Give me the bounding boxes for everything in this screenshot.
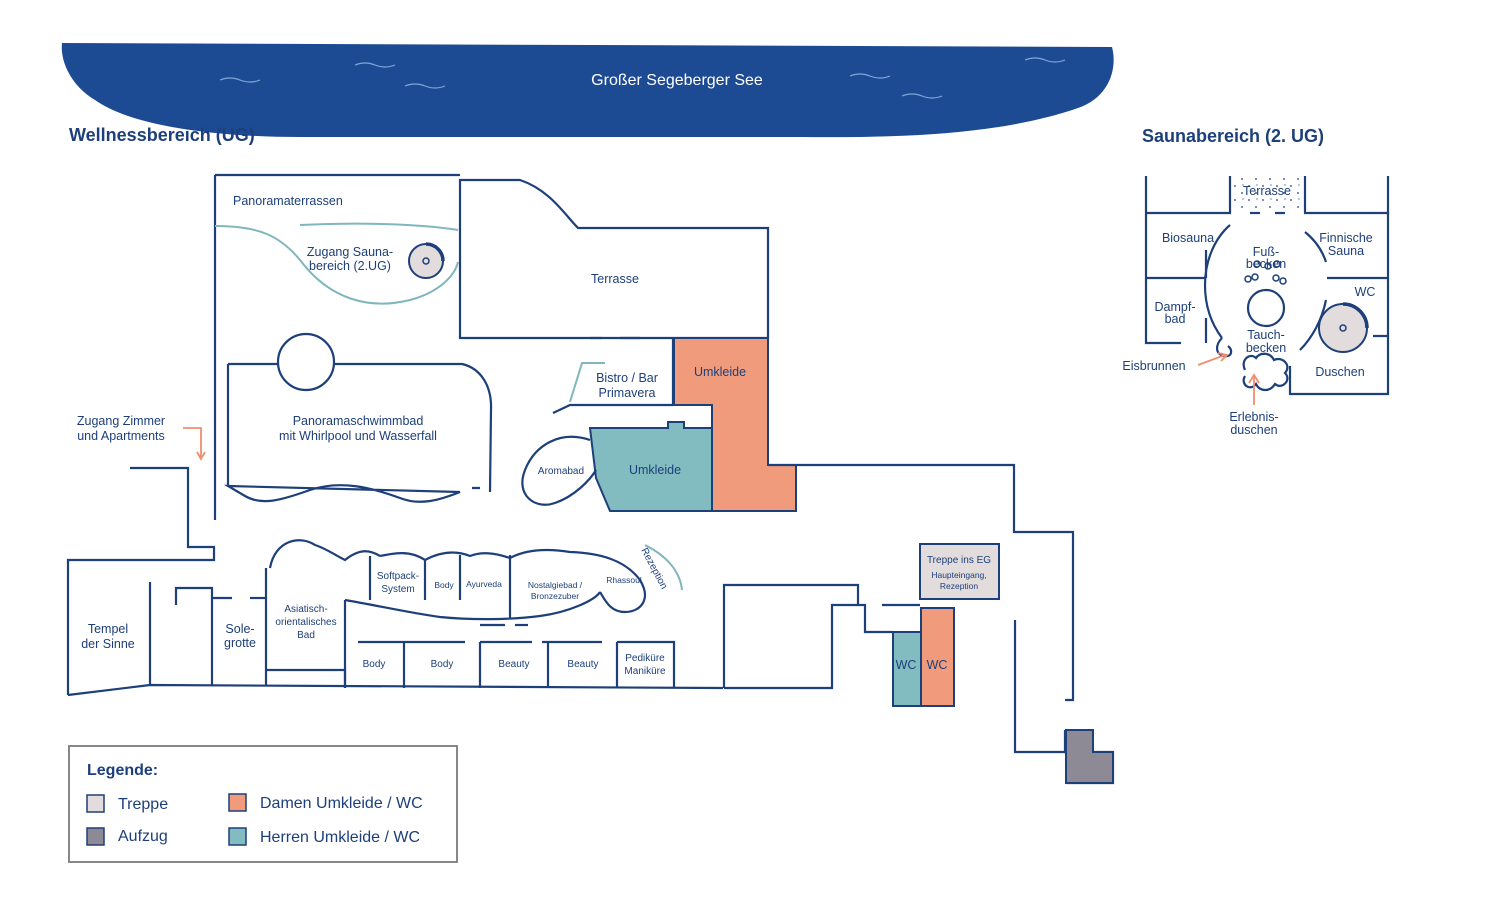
label-treppe-eg: Treppe ins EG [927,555,991,566]
label-body-1: Body [363,659,386,670]
label-eisbrunnen: Eisbrunnen [1122,359,1185,373]
label-zugang-zimmer-1: Zugang Zimmer [77,414,165,428]
legend-label-herren: Herren Umkleide / WC [260,829,420,846]
label-pedikuere-2: Maniküre [624,666,666,677]
legend-swatch-treppe [86,794,105,813]
label-softpack-1: Softpack- [377,571,419,582]
terrasse-area [458,178,770,340]
label-tauch-2: becken [1246,341,1286,355]
label-asiatisch-1: Asiatisch- [284,604,327,615]
label-erlebnis-1: Erlebnis- [1229,410,1278,424]
label-zugang-sauna-2: bereich (2.UG) [309,259,391,273]
lake: Großer Segeberger See [61,43,1114,138]
legend-label-damen: Damen Umkleide / WC [260,795,423,812]
label-sole-2: grotte [224,636,256,650]
label-zugang-sauna-1: Zugang Sauna- [307,245,393,259]
label-asiatisch-2: orientalisches [275,617,336,628]
label-wc-herren: WC [896,658,917,672]
legend-label-aufzug: Aufzug [118,828,168,845]
legend-label-treppe: Treppe [118,796,168,813]
label-beauty-2: Beauty [567,659,598,670]
label-haupteingang-2: Rezeption [940,581,979,591]
label-bistro-1: Bistro / Bar [596,371,658,385]
label-body-2: Body [431,659,454,670]
label-panoramaterrassen: Panoramaterrassen [233,194,343,208]
wellness-plan [66,173,1115,785]
label-pool-2: mit Whirlpool und Wasserfall [279,429,437,443]
label-nostalgie-2: Bronzezuber [531,591,579,601]
label-terrasse: Terrasse [591,272,639,286]
label-ayurveda: Ayurveda [466,579,502,589]
lake-label: Großer Segeberger See [591,72,763,89]
label-finnische-1: Finnische [1319,231,1373,245]
label-biosauna: Biosauna [1162,231,1214,245]
label-fuss-1: Fuß- [1253,245,1279,259]
label-sauna-terrasse: Terrasse [1243,184,1291,198]
label-nostalgie-1: Nostalgiebad / [528,580,583,590]
wellness-heading: Wellnessbereich (UG) [69,125,255,145]
label-bistro-2: Primavera [599,386,656,400]
label-aromabad: Aromabad [538,466,584,477]
label-rhassoul: Rhassoul [606,575,642,585]
label-softpack-2: System [381,584,414,595]
sauna-heading: Saunabereich (2. UG) [1142,126,1324,146]
label-sole-1: Sole- [225,622,254,636]
label-umkleide-herren: Umkleide [629,463,681,477]
label-body-small: Body [434,580,454,590]
label-wc-damen: WC [927,658,948,672]
label-pool-1: Panoramaschwimmbad [293,414,424,428]
legend-swatch-damen [228,793,247,812]
label-dampf-1: Dampf- [1155,300,1196,314]
label-zugang-zimmer-2: und Apartments [77,429,165,443]
label-asiatisch-3: Bad [297,630,315,641]
label-tempel-1: Tempel [88,622,128,636]
label-sauna-wc: WC [1355,285,1376,299]
label-finnische-2: Sauna [1328,244,1364,258]
label-tempel-2: der Sinne [81,637,135,651]
legend: Legende: Treppe Aufzug Damen Umkleide / … [68,745,458,863]
label-umkleide-damen: Umkleide [694,365,746,379]
label-duschen: Duschen [1315,365,1364,379]
sauna-plan [1144,176,1390,405]
label-haupteingang-1: Haupteingang, [931,570,986,580]
label-pedikuere-1: Pediküre [625,653,665,664]
legend-swatch-aufzug [86,827,105,846]
label-beauty-1: Beauty [498,659,529,670]
label-erlebnis-2: duschen [1230,423,1277,437]
legend-swatch-herren [228,827,247,846]
label-fuss-2: becken [1246,257,1286,271]
legend-title: Legende: [87,762,158,779]
label-tauch-1: Tauch- [1247,328,1285,342]
label-dampf-2: bad [1165,312,1186,326]
